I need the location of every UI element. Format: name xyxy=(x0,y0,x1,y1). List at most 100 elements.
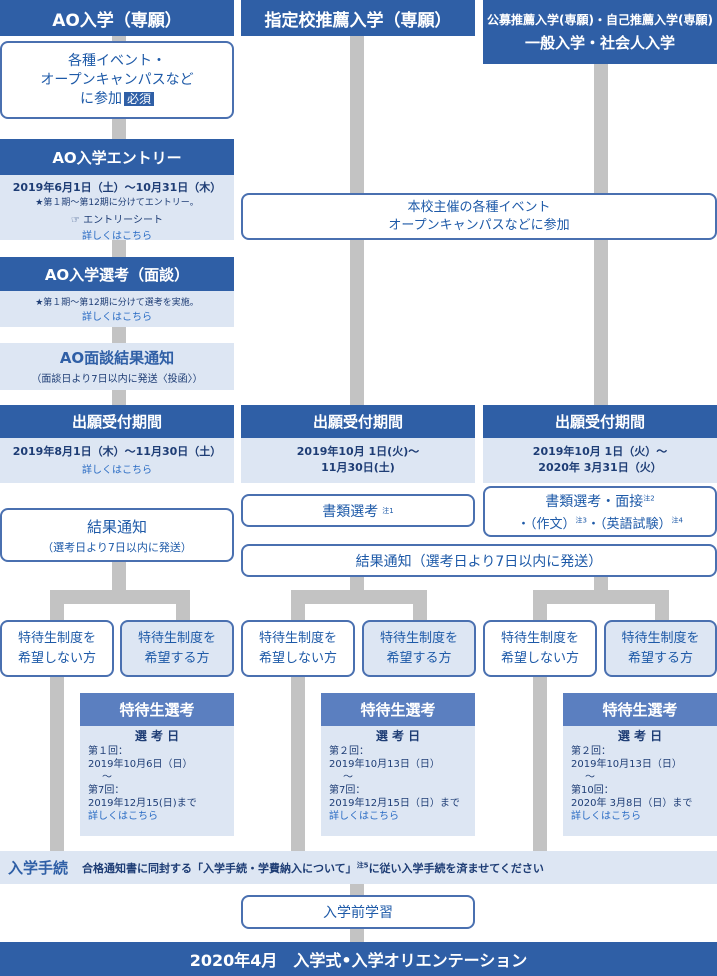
ao-result-title: 結果通知 xyxy=(86,517,147,536)
entrance-ceremony-footer: 2020年4月 入学式•入学オリエンテーション xyxy=(0,942,717,976)
designated-application-header: 出願受付期間 xyxy=(241,405,475,438)
ao-application-title: 出願受付期間 xyxy=(71,413,162,431)
ao-scholarship-exam-body: 選 考 日 第１回： 2019年10月6日（日） 〜 第7回： 2019年12月… xyxy=(80,726,234,836)
column-header-designated: 指定校推薦入学（専願） xyxy=(241,0,475,36)
public-application-dates-1: 2019年10月 1日（火）〜 xyxy=(532,445,668,458)
designated-application-title: 出願受付期間 xyxy=(312,413,403,431)
designated-exam-tilde: 〜 xyxy=(343,772,353,783)
ao-exam-first-date: 2019年10月6日（日） xyxy=(88,759,193,770)
designated-no-scholarship-box: 特待生制度を 希望しない方 xyxy=(241,620,355,677)
ao-entry-details-link[interactable]: 詳しくはこちら xyxy=(82,231,152,242)
ao-interview-panel: ★第１期〜第12期に分けて選考を実施。 詳しくはこちら xyxy=(0,291,234,327)
designated-yes-scholarship-line1: 特待生制度を xyxy=(379,630,458,646)
ao-entry-dates: 2019年6月1日（土）〜10月31日（木） xyxy=(12,181,222,194)
public-screening-english: ・（英語試験） xyxy=(587,517,672,532)
ao-yes-scholarship-box: 特待生制度を 希望する方 xyxy=(120,620,234,677)
designated-no-scholarship-line1: 特待生制度を xyxy=(258,630,337,646)
public-screening-line2-wrap: ・（作文）注3・（英語試験）注4 xyxy=(517,513,683,532)
ao-interview-note: ★第１期〜第12期に分けて選考を実施。 xyxy=(35,298,199,308)
ao-application-dates: 2019年8月1日（木）〜11月30日（土） xyxy=(12,445,222,458)
shared-result-box: 結果通知（選考日より7日以内に発送） xyxy=(241,544,717,577)
shared-events-line1: 本校主催の各種イベント xyxy=(407,199,551,215)
designated-exam-heading: 選 考 日 xyxy=(375,729,421,743)
column-title-designated: 指定校推薦入学（専願） xyxy=(264,10,452,31)
public-scholarship-exam: 特待生選考 選 考 日 第２回： 2019年10月13日（日） 〜 第10回： … xyxy=(563,693,717,836)
ao-application-panel: 2019年8月1日（木）〜11月30日（土） 詳しくはこちら xyxy=(0,438,234,483)
public-application-dates-2: 2020年 3月31日（火） xyxy=(538,461,662,474)
shared-events-box: 本校主催の各種イベント オープンキャンパスなどに参加 xyxy=(241,193,717,240)
public-screening-line1-wrap: 書類選考・面接注2 xyxy=(545,491,654,511)
public-scholarship-exam-title: 特待生選考 xyxy=(602,701,678,719)
ao-entry-sheet-link[interactable]: エントリーシート xyxy=(83,215,163,226)
ao-scholarship-exam-header: 特待生選考 xyxy=(80,693,234,726)
ao-entry-note: ★第１期〜第12期に分けてエントリー。 xyxy=(35,198,199,208)
designated-scholarship-exam-title: 特待生選考 xyxy=(360,701,436,719)
ao-yes-scholarship-line2: 希望する方 xyxy=(144,650,210,666)
column-header-public: 公募推薦入学(専願)・自己推薦入学(専願) 一般入学・社会人入学 xyxy=(483,0,717,64)
public-exam-tilde: 〜 xyxy=(585,772,595,783)
ao-result-notice-note: （面談日より7日以内に発送〈投函〉） xyxy=(31,374,203,385)
public-exam-heading: 選 考 日 xyxy=(617,729,663,743)
designated-scholarship-exam-header: 特待生選考 xyxy=(321,693,475,726)
enrollment-note-mark: 注5 xyxy=(356,860,369,869)
ao-exam-details-link[interactable]: 詳しくはこちら xyxy=(88,811,158,822)
enrollment-text-b: に従い入学手続を済ませてください xyxy=(368,861,544,875)
ao-result-box: 結果通知 （選考日より7日以内に発送） xyxy=(0,508,234,562)
designated-branch-bar xyxy=(291,590,427,604)
designated-screening-label: 書類選考 xyxy=(322,503,379,520)
ao-application-details-link[interactable]: 詳しくはこちら xyxy=(82,465,152,476)
designated-application-panel: 2019年10月 1日(火)〜 11月30日(土) xyxy=(241,438,475,483)
pointing-hand-icon: ☞ xyxy=(71,215,80,226)
designated-yes-scholarship-line2: 希望する方 xyxy=(386,650,452,666)
public-screening-essay: ・（作文） xyxy=(517,517,576,532)
ao-events-line3: に参加 xyxy=(79,90,122,107)
designated-yes-scholarship-box: 特待生制度を 希望する方 xyxy=(362,620,476,677)
public-exam-last-label: 第10回： xyxy=(571,785,614,796)
ao-interview-title: AO入学選考（面談） xyxy=(44,265,190,284)
designated-exam-details-link[interactable]: 詳しくはこちら xyxy=(329,811,399,822)
ao-entry-panel: 2019年6月1日（土）〜10月31日（木） ★第１期〜第12期に分けてエントリ… xyxy=(0,175,234,242)
enrollment-label: 入学手続 xyxy=(8,859,69,877)
public-no-scholarship-box: 特待生制度を 希望しない方 xyxy=(483,620,597,677)
ao-entry-title: AO入学エントリー xyxy=(52,148,182,167)
designated-exam-last-date: 2019年12月15日（日）まで xyxy=(329,798,460,809)
ao-entry-sheet-row[interactable]: ☞ エントリーシート xyxy=(0,211,234,226)
designated-scholarship-exam: 特待生選考 選 考 日 第２回： 2019年10月13日（日） 〜 第7回： 2… xyxy=(321,693,475,836)
pre-study-box: 入学前学習 xyxy=(241,895,475,929)
ao-exam-heading: 選 考 日 xyxy=(134,729,180,743)
public-yes-scholarship-line1: 特待生制度を xyxy=(621,630,700,646)
ao-no-scholarship-box: 特待生制度を 希望しない方 xyxy=(0,620,114,677)
public-exam-details-link[interactable]: 詳しくはこちら xyxy=(571,811,641,822)
public-note2: 注2 xyxy=(643,494,655,503)
public-application-title: 出願受付期間 xyxy=(554,413,645,431)
designated-application-dates-1: 2019年10月 1日(火)〜 xyxy=(296,445,420,458)
column-title-public-line1: 公募推薦入学(専願)・自己推薦入学(専願) xyxy=(487,13,713,27)
ao-application-header: 出願受付期間 xyxy=(0,405,234,438)
public-exam-first-label: 第２回： xyxy=(571,746,611,757)
ao-yes-scholarship-line1: 特待生制度を xyxy=(137,630,216,646)
ao-exam-last-label: 第7回： xyxy=(88,785,125,796)
public-branch-bar xyxy=(533,590,669,604)
enrollment-text-wrap: 合格通知書に同封する「入学手続・学費納入について」注5に従い入学手続を済ませてく… xyxy=(82,860,544,876)
shared-events-line2: オープンキャンパスなどに参加 xyxy=(388,217,570,233)
shared-result-label: 結果通知（選考日より7日以内に発送） xyxy=(355,553,603,570)
public-exam-first-date: 2019年10月13日（日） xyxy=(571,759,682,770)
public-note4: 注4 xyxy=(671,516,683,525)
public-scholarship-exam-body: 選 考 日 第２回： 2019年10月13日（日） 〜 第10回： 2020年 … xyxy=(563,726,717,836)
ao-scholarship-exam: 特待生選考 選 考 日 第１回： 2019年10月6日（日） 〜 第7回： 20… xyxy=(80,693,234,836)
ao-result-notice-panel: AO面談結果通知 （面談日より7日以内に発送〈投函〉） xyxy=(0,343,234,390)
ao-events-line3-wrap: に参加必須 xyxy=(80,90,154,109)
required-badge: 必須 xyxy=(123,91,154,106)
designated-application-dates-2: 11月30日(土) xyxy=(321,461,395,474)
public-scholarship-exam-header: 特待生選考 xyxy=(563,693,717,726)
public-no-scholarship-line2: 希望しない方 xyxy=(500,650,579,666)
ao-result-note: （選考日より7日以内に発送） xyxy=(42,540,192,554)
ao-interview-details-link[interactable]: 詳しくはこちら xyxy=(82,312,152,323)
ao-exam-first-label: 第１回： xyxy=(88,746,128,757)
designated-exam-first-label: 第２回： xyxy=(329,746,369,757)
public-application-panel: 2019年10月 1日（火）〜 2020年 3月31日（火） xyxy=(483,438,717,483)
public-exam-last-date: 2020年 3月8日（日）まで xyxy=(571,798,693,809)
ao-events-line1: 各種イベント・ xyxy=(68,52,166,69)
public-yes-scholarship-line2: 希望する方 xyxy=(627,650,693,666)
enrollment-text-a: 合格通知書に同封する「入学手続・学費納入について」 xyxy=(82,861,357,875)
